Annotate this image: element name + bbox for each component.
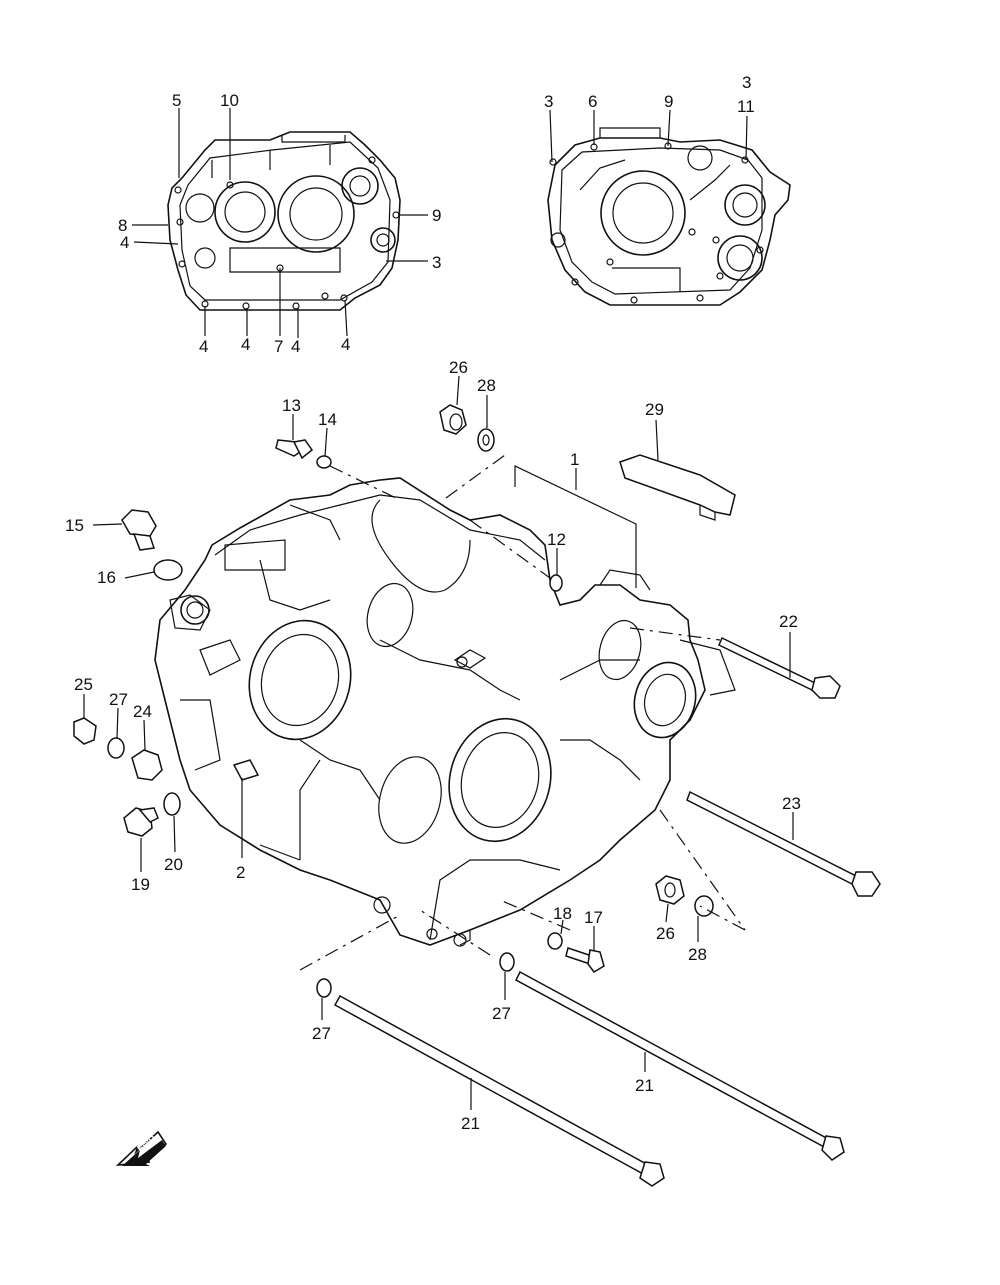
callout-4: 4	[341, 335, 350, 354]
callout-16: 16	[97, 568, 116, 587]
callout-23: 23	[782, 794, 801, 813]
callout-21: 21	[461, 1114, 480, 1133]
callout-2: 2	[236, 863, 245, 882]
callout-26: 26	[449, 358, 468, 377]
callout-9: 9	[664, 92, 673, 111]
callout-22: 22	[779, 612, 798, 631]
callout-15: 15	[65, 516, 84, 535]
callout-11: 11	[737, 97, 755, 116]
callout-3: 3	[742, 73, 751, 92]
dowel-2	[232, 759, 260, 781]
callout-27: 27	[109, 690, 128, 709]
washer-14	[316, 455, 332, 469]
callout-24: 24	[133, 702, 152, 721]
o-ring-16	[153, 559, 183, 581]
bolt-22	[718, 636, 841, 699]
stud-21-right	[515, 970, 845, 1161]
washer-27-lower-center	[499, 952, 515, 972]
callout-1: 1	[570, 450, 579, 469]
callout-4: 4	[199, 337, 208, 356]
callout-8: 8	[118, 216, 127, 235]
callout-13: 13	[282, 396, 301, 415]
plug-25	[73, 717, 97, 745]
callout-4: 4	[241, 335, 250, 354]
callout-29: 29	[645, 400, 664, 419]
nut-26-right	[655, 875, 685, 905]
callout-27: 27	[492, 1004, 511, 1023]
main-crankcase-assembly	[154, 477, 736, 947]
nut-26-top	[439, 404, 467, 435]
bolt-holes	[549, 142, 764, 304]
guide-plate-29	[619, 454, 736, 516]
washer-28-top	[477, 428, 495, 452]
callout-20: 20	[164, 855, 183, 874]
callout-14: 14	[318, 410, 337, 429]
callout-4: 4	[120, 233, 129, 252]
bolt-17	[565, 947, 605, 973]
washer-18	[547, 932, 563, 950]
callout-7: 7	[274, 337, 283, 356]
callout-6: 6	[588, 92, 597, 111]
callout-17: 17	[584, 908, 603, 927]
callout-10: 10	[220, 91, 239, 110]
callout-5: 5	[172, 91, 181, 110]
plug-24	[131, 749, 163, 781]
callout-3: 3	[432, 253, 441, 272]
washer-20	[163, 792, 181, 816]
callout-28: 28	[477, 376, 496, 395]
stud-21-left	[333, 994, 665, 1187]
drain-bolt-19	[123, 807, 159, 837]
washer-12	[549, 574, 563, 592]
callout-27: 27	[312, 1024, 331, 1043]
leader-lines	[83, 108, 794, 1110]
washer-27-left	[107, 737, 125, 759]
filler-cap-15	[121, 509, 157, 551]
callout-26: 26	[656, 924, 675, 943]
washer-27-lower-left	[316, 978, 332, 998]
upper-right-crankcase-view	[547, 127, 791, 306]
washer-28-right	[694, 895, 714, 917]
alignment-dashed-lines	[299, 454, 746, 971]
callout-3: 3	[544, 92, 553, 111]
callout-labels: 5 10 8 9 4 3 4 4 7 4 4 3 6 9 3 11 26 28 …	[65, 73, 801, 1133]
callout-9: 9	[432, 206, 441, 225]
callout-28: 28	[688, 945, 707, 964]
callout-19: 19	[131, 875, 150, 894]
callout-25: 25	[74, 675, 93, 694]
sensor-13	[275, 439, 314, 460]
bolt-23	[686, 790, 881, 897]
upper-left-crankcase-view	[167, 131, 401, 311]
callout-21: 21	[635, 1076, 654, 1095]
callout-4: 4	[291, 337, 300, 356]
callout-18: 18	[553, 904, 572, 923]
fwd-arrow-icon: FWD	[115, 1130, 168, 1167]
callout-12: 12	[547, 530, 566, 549]
